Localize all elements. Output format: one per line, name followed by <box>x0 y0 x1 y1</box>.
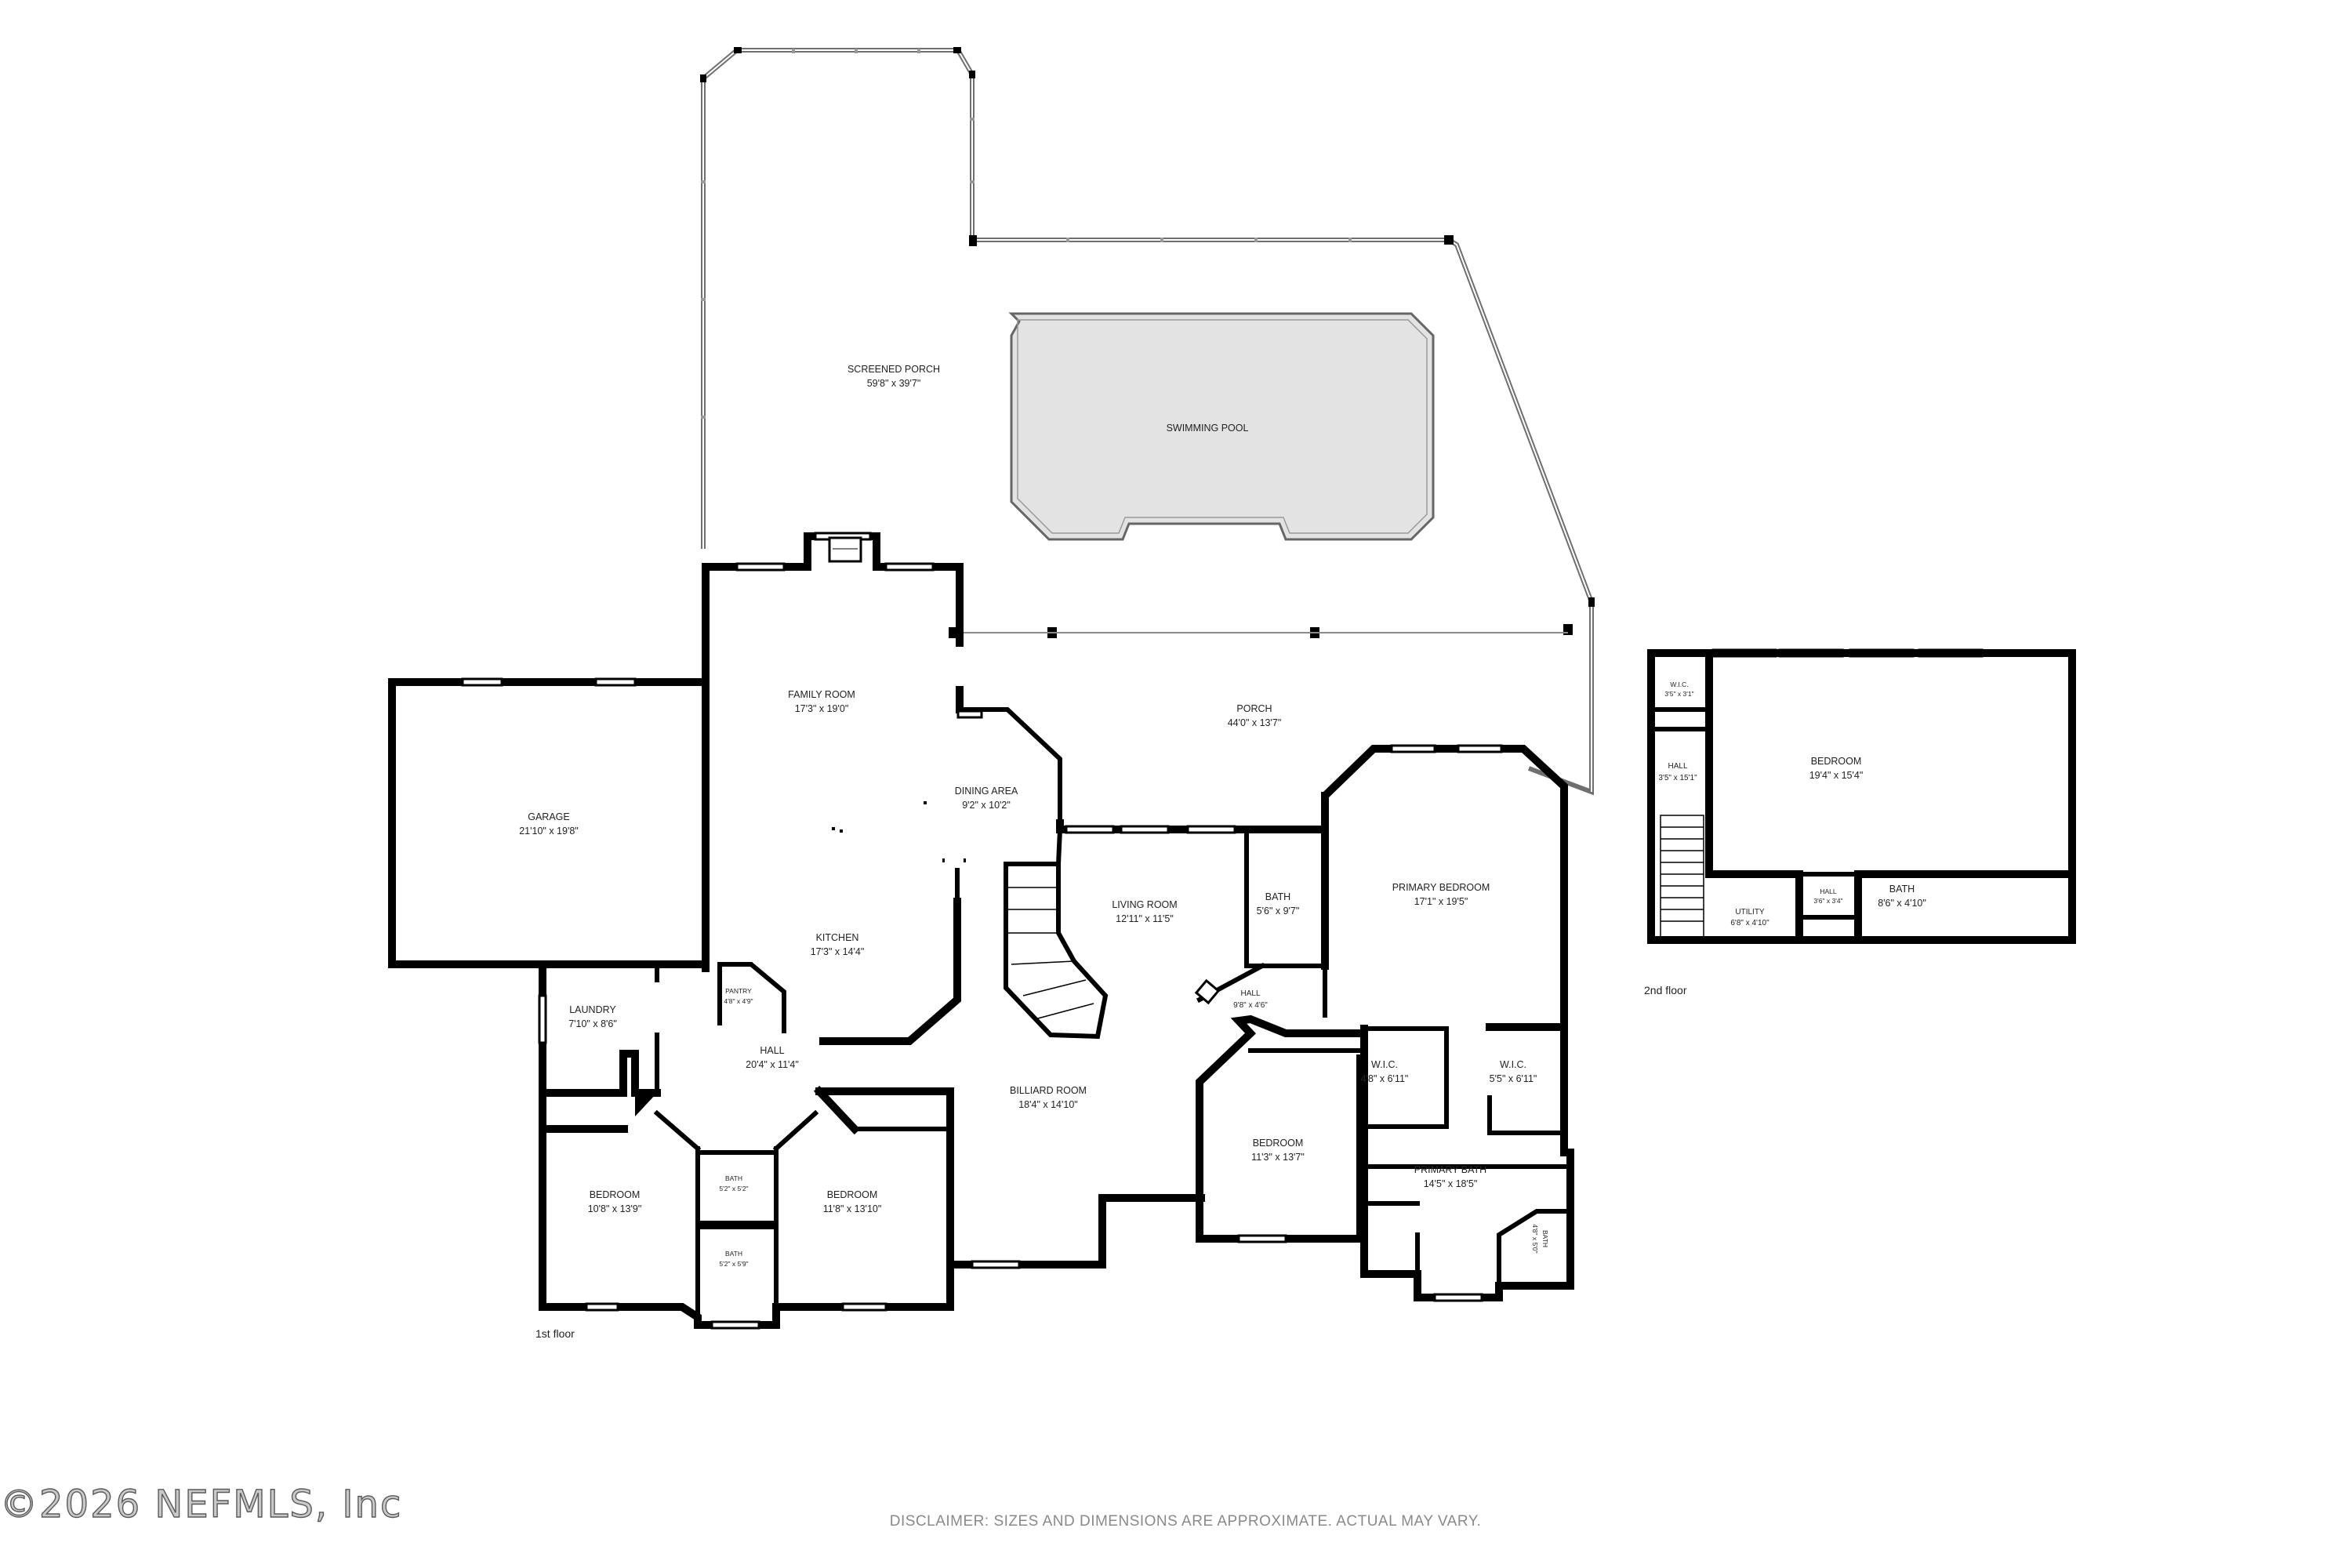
swimming-pool <box>1008 312 1435 541</box>
first-floor-walls <box>388 532 1574 1329</box>
bedroom-sw-name: BEDROOM <box>590 1189 641 1200</box>
kitchen-name: KITCHEN <box>816 932 859 943</box>
bedroom-e-name: BEDROOM <box>1253 1138 1304 1149</box>
kitchen-dims: 17'3" x 14'4" <box>811 946 865 957</box>
bath-1-dims: 5'2" x 5'2" <box>719 1185 748 1192</box>
up-bedroom-name: BEDROOM <box>1811 756 1862 767</box>
up-hall-name: HALL <box>1668 762 1687 771</box>
up-utility-name: UTILITY <box>1735 908 1765 916</box>
up-wic-name: W.I.C. <box>1670 681 1688 688</box>
primary-bath-name: PRIMARY BATH <box>1414 1164 1486 1175</box>
screened-porch-dims: 59'8" x 39'7" <box>867 378 921 389</box>
primary-bedroom-name: PRIMARY BEDROOM <box>1392 882 1490 893</box>
pantry-name: PANTRY <box>725 987 752 995</box>
bath-rot-dims: 4'8" x 5'0" <box>1531 1224 1539 1253</box>
screened-porch-name: SCREENED PORCH <box>848 364 940 375</box>
up-bath-dims: 8'6" x 4'10" <box>1878 898 1926 909</box>
up-wic-dims: 3'5" x 3'1" <box>1664 690 1693 698</box>
wic-1-dims: 4'8" x 6'11" <box>1361 1073 1409 1084</box>
dining-area-name: DINING AREA <box>955 786 1018 797</box>
primary-bedroom-dims: 17'1" x 19'5" <box>1414 896 1468 907</box>
primary-bath-dims: 14'5" x 18'5" <box>1424 1178 1478 1189</box>
hall-main-dims: 20'4" x 11'4" <box>746 1059 799 1070</box>
up-utility-dims: 6'8" x 4'10" <box>1730 919 1769 927</box>
garage-name: GARAGE <box>528 811 570 822</box>
up-hall-small-dims: 3'6" x 3'4" <box>1813 897 1842 905</box>
pantry-dims: 4'8" x 4'9" <box>724 997 753 1005</box>
bedroom-s-name: BEDROOM <box>827 1189 878 1200</box>
billiard-room-name: BILLIARD ROOM <box>1010 1085 1087 1096</box>
room-labels: SCREENED PORCH 59'8" x 39'7" SWIMMING PO… <box>519 364 1926 1268</box>
disclaimer-text: DISCLAIMER: SIZES AND DIMENSIONS ARE APP… <box>890 1513 1482 1530</box>
up-bath-name: BATH <box>1889 884 1915 895</box>
wic-1-name: W.I.C. <box>1371 1059 1398 1070</box>
second-floor-label: 2nd floor <box>1644 984 1687 996</box>
dining-area-dims: 9'2" x 10'2" <box>962 800 1011 811</box>
screened-porch-outline <box>700 47 1595 796</box>
up-bedroom-dims: 19'4" x 15'4" <box>1809 770 1864 781</box>
hall-small-name: HALL <box>1240 989 1260 998</box>
wic-2-dims: 5'5" x 6'11" <box>1490 1073 1537 1084</box>
living-room-dims: 12'11" x 11'5" <box>1116 913 1174 924</box>
family-room-dims: 17'3" x 19'0" <box>795 703 849 714</box>
up-hall-dims: 3'5" x 15'1" <box>1658 774 1697 782</box>
bath-rot-name: BATH <box>1541 1230 1549 1247</box>
hall-small-dims: 9'8" x 4'6" <box>1233 1001 1268 1010</box>
bath-center-dims: 5'6" x 9'7" <box>1257 906 1300 916</box>
second-floor-walls <box>1647 649 2076 944</box>
bedroom-s-dims: 11'8" x 13'10" <box>823 1203 882 1214</box>
first-floor-label: 1st floor <box>535 1327 575 1340</box>
bath-2-dims: 5'2" x 5'9" <box>719 1260 748 1268</box>
bedroom-e-dims: 11'3" x 13'7" <box>1251 1152 1305 1163</box>
watermark-text: ©2026 NEFMLS, Inc <box>0 1483 402 1526</box>
pool-name: SWIMMING POOL <box>1167 423 1249 434</box>
porch-dims: 44'0" x 13'7" <box>1228 717 1282 728</box>
billiard-room-dims: 18'4" x 14'10" <box>1018 1099 1078 1110</box>
living-room-name: LIVING ROOM <box>1112 899 1177 910</box>
hall-main-name: HALL <box>760 1045 784 1056</box>
laundry-dims: 7'10" x 8'6" <box>568 1018 617 1029</box>
bedroom-sw-dims: 10'8" x 13'9" <box>588 1203 642 1214</box>
garage-dims: 21'10" x 19'8" <box>519 826 579 837</box>
wic-2-name: W.I.C. <box>1500 1059 1526 1070</box>
fixtures <box>393 536 966 862</box>
bath-center-name: BATH <box>1265 891 1290 902</box>
bath-1-name: BATH <box>725 1174 742 1182</box>
porch-name: PORCH <box>1236 703 1272 714</box>
up-hall-small-name: HALL <box>1820 887 1837 895</box>
laundry-name: LAUNDRY <box>569 1004 616 1015</box>
family-room-name: FAMILY ROOM <box>788 689 855 700</box>
bath-2-name: BATH <box>725 1250 742 1258</box>
